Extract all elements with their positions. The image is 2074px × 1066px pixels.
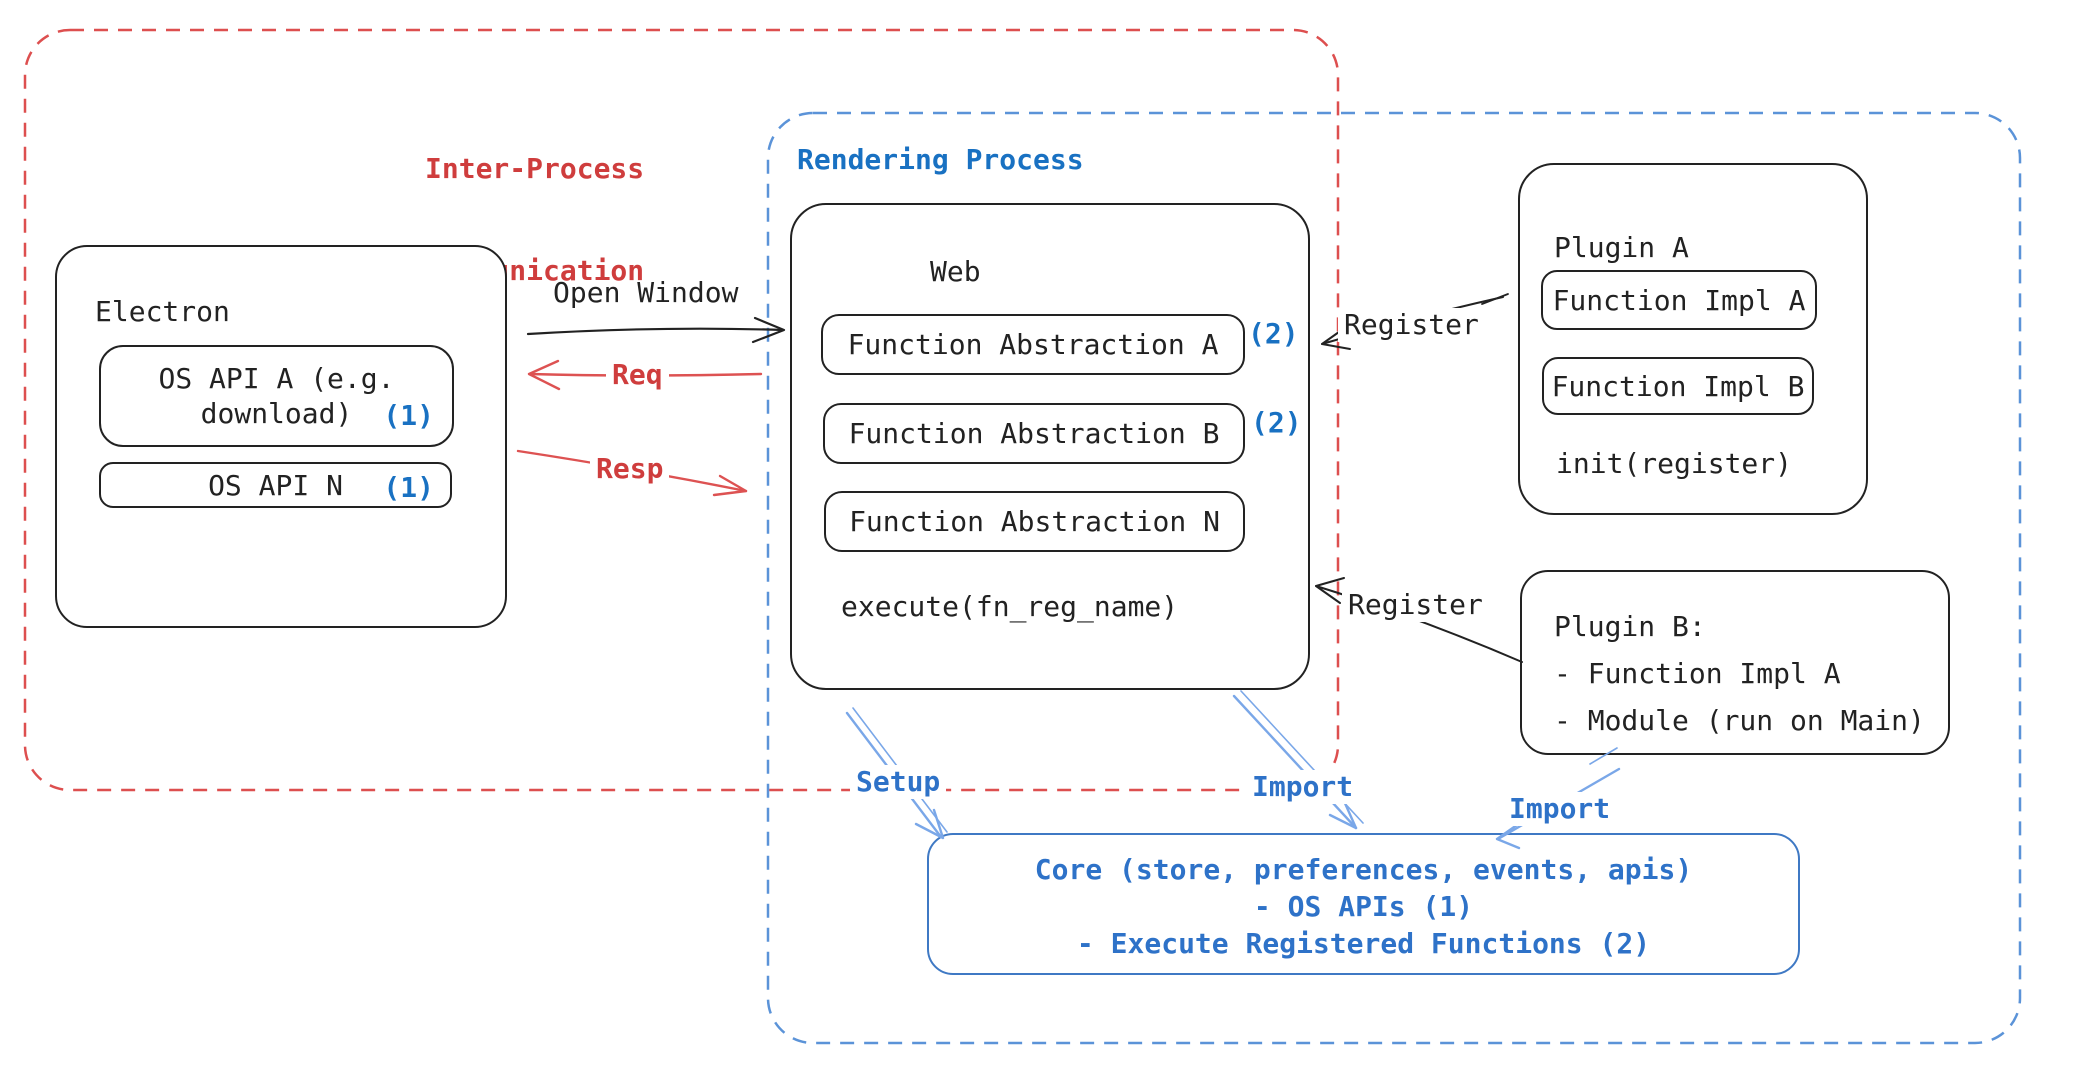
resp-arrowhead: [712, 474, 748, 497]
os-api-n-pill: OS API N (1): [99, 462, 452, 508]
web-box: Web Function Abstraction A Function Abst…: [790, 203, 1310, 690]
open-window-label: Open Window: [553, 276, 739, 309]
os-api-n-label: OS API N: [208, 468, 343, 502]
init-register-label: init(register): [1556, 447, 1793, 480]
os-api-a-line2: download): [200, 397, 353, 430]
os-api-n-ref: (1): [383, 471, 434, 504]
function-abstraction-a-ref: (2): [1248, 317, 1299, 350]
core-text: Core (store, preferences, events, apis) …: [929, 835, 1798, 962]
setup-arrowhead: [914, 808, 945, 840]
import-web-label: Import: [1246, 770, 1360, 804]
os-api-a-ref: (1): [383, 399, 434, 432]
register-b-arrowhead: [1315, 577, 1345, 604]
import-plugin-label: Import: [1503, 792, 1617, 826]
plugin-b-line3: - Module (run on Main): [1554, 704, 1925, 737]
function-impl-a-pill: Function Impl A: [1541, 270, 1817, 330]
register-b-label: Register: [1342, 588, 1489, 622]
ipc-title-line1: Inter-Process: [425, 152, 645, 185]
import-web-arrowhead: [1328, 799, 1358, 830]
register-a-tail-tick: [1481, 293, 1509, 305]
function-impl-b-pill: Function Impl B: [1542, 357, 1814, 415]
core-line3: - Execute Registered Functions (2): [1076, 927, 1651, 960]
resp-label: Resp: [590, 452, 670, 486]
setup-label: Setup: [850, 765, 947, 799]
electron-title: Electron: [95, 295, 230, 328]
plugin-a-box: Plugin A Function Impl A Function Impl B…: [1518, 163, 1868, 515]
core-line1: Core (store, preferences, events, apis): [1034, 853, 1693, 886]
core-box: Core (store, preferences, events, apis) …: [927, 833, 1800, 975]
open-window-arrowhead: [751, 316, 786, 344]
web-title: Web: [930, 255, 981, 288]
os-api-a-pill: OS API A (e.g. download) (1): [99, 345, 454, 447]
electron-box: Electron OS API A (e.g. download) (1) OS…: [55, 245, 507, 628]
plugin-b-line2: - Function Impl A: [1554, 657, 1841, 690]
execute-label: execute(fn_reg_name): [841, 590, 1179, 623]
req-label: Req: [606, 358, 669, 392]
core-line2: - OS APIs (1): [1253, 890, 1474, 923]
register-a-label: Register: [1338, 308, 1485, 342]
function-abstraction-a-pill: Function Abstraction A: [821, 314, 1245, 375]
rendering-region-title: Rendering Process: [797, 143, 1084, 176]
os-api-a-line1: OS API A (e.g.: [158, 362, 395, 395]
function-abstraction-b-pill: Function Abstraction B: [823, 403, 1245, 464]
function-abstraction-n-pill: Function Abstraction N: [824, 491, 1245, 552]
req-arrowhead: [527, 359, 561, 391]
function-abstraction-b-ref: (2): [1251, 406, 1302, 439]
import-web-arrow-line: [1232, 694, 1358, 830]
plugin-b-line1: Plugin B:: [1554, 610, 1706, 643]
plugin-b-box: Plugin B: - Function Impl A - Module (ru…: [1520, 570, 1950, 755]
os-api-a-label: OS API A (e.g. download): [158, 361, 394, 431]
plugin-a-title: Plugin A: [1554, 231, 1689, 264]
